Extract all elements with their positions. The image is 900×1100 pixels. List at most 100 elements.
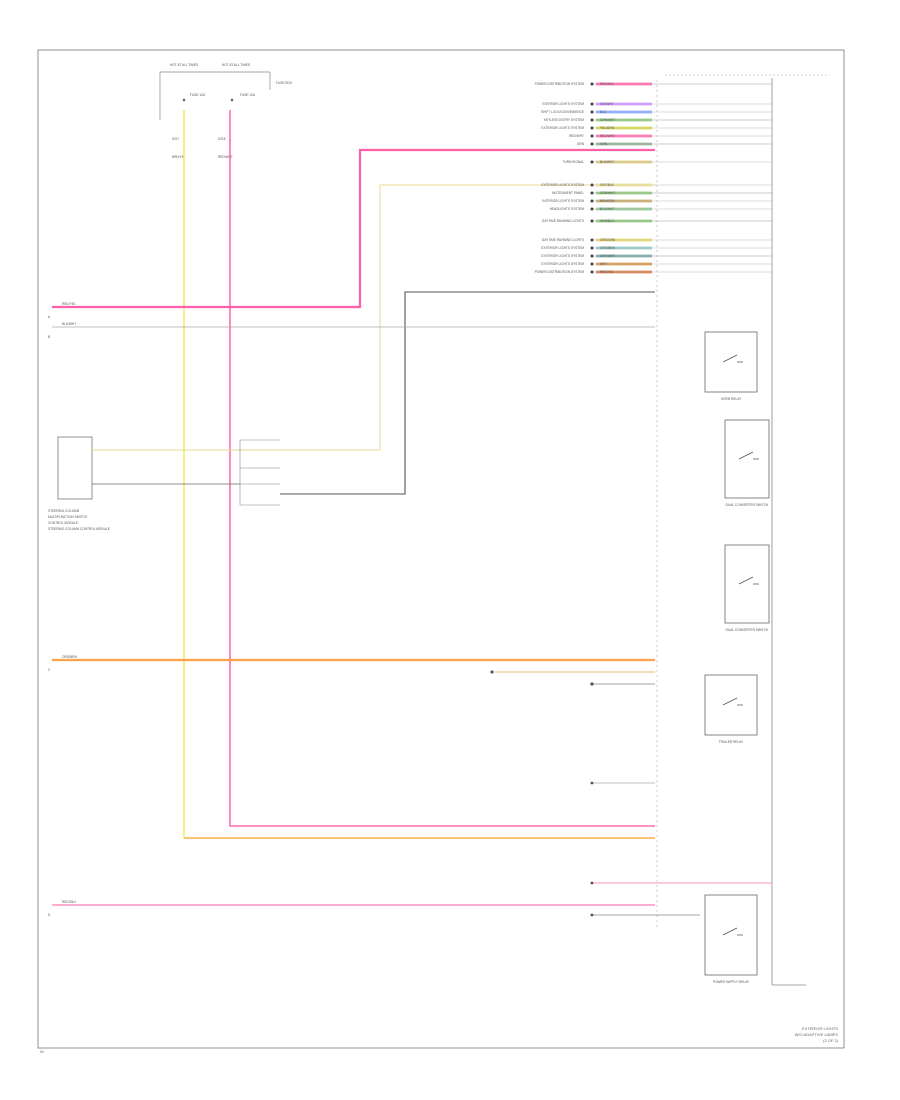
connector-dot-2 [590, 110, 594, 114]
connector-wire-8 [596, 183, 652, 187]
connector-wire-7 [596, 160, 652, 164]
relay-label-3: TRAILER RELAY [719, 740, 744, 744]
relay-box-0 [704, 331, 758, 393]
relay-label-0: HORN RELAY [721, 397, 742, 401]
connector-wire-16 [596, 262, 652, 266]
wire-yellow [183, 110, 655, 839]
connector-color-12: GRN/BLU [600, 219, 615, 223]
connector-wire-1 [596, 102, 652, 106]
connector-wire-6 [596, 142, 652, 146]
connector-color-6: GRN [600, 142, 608, 146]
diagram-frame [37, 49, 845, 1049]
connector-color-3: GRN/WHT [600, 118, 615, 122]
module-line3: CONTROL MODULE [48, 521, 78, 525]
left-wire-marker-3: D [48, 913, 51, 917]
connector-color-10: BRN/GRN [600, 199, 615, 203]
connector-system-8: EXTERIOR LIGHTS SYSTEM [541, 183, 584, 187]
connector-dot-6 [590, 142, 594, 146]
connector-system-15: EXTERIOR LIGHTS SYSTEM [541, 254, 584, 258]
connector-system-6: GRN [577, 142, 585, 146]
connector-wire-5 [596, 134, 652, 138]
connector-dot-13 [590, 238, 594, 242]
connector-color-14: ORG/BRN [600, 246, 616, 250]
connector-wire-11 [596, 207, 652, 211]
connector-dot-3 [590, 118, 594, 122]
connector-wire-13 [596, 238, 652, 242]
fuse-block: HOT AT ALL TIMES HOT AT ALL TIMES FUSE 1… [159, 63, 293, 159]
footer-caption-1: EXTERIOR LIGHTS [802, 1026, 838, 1031]
connector-color-8: GRY/BLK [600, 183, 615, 187]
relay-box-3 [704, 674, 758, 736]
wire-gray [320, 291, 655, 495]
connector-color-7: BLK/WHT [600, 160, 614, 164]
connector-system-0: POWER DISTRIBUTION SYSTEM [535, 82, 585, 86]
connector-color-11: BLU/WHT [600, 207, 614, 211]
connector-dot-12 [590, 219, 594, 223]
relay-label-1: DUAL CONVERTER SWITCH [726, 503, 769, 507]
connector-rows: POWER DISTRIBUTION SYSTEM RED/BLU INTERIOR… [535, 82, 772, 274]
left-wire-label-1: BLK/WHT [62, 322, 76, 326]
wire-yel-mid [379, 184, 655, 450]
connector-color-13: ORG/GRN [600, 238, 616, 242]
fuse-left-sub: FUSE 10A [190, 93, 206, 97]
connector-wire-12 [596, 219, 652, 223]
relay-box-2 [724, 544, 770, 624]
fuse-left-label: HOT AT ALL TIMES [170, 63, 198, 67]
connector-wire-17 [596, 270, 652, 274]
connector-dot-11 [590, 207, 594, 211]
fuse-right-label: HOT AT ALL TIMES [222, 63, 250, 67]
connector-dot-10 [590, 199, 594, 203]
connector-wire-4 [596, 126, 652, 130]
connector-color-0: RED/BLU [600, 82, 615, 86]
connector-color-17: RED/YEL [600, 270, 614, 274]
relay-group: HORN RELAY DUAL CONVERTER SWITCH DUAL CONV… [704, 331, 770, 984]
module-line2: MULTIFUNCTION SWITCH [48, 515, 88, 519]
connector-wire-9 [596, 191, 652, 195]
connector-system-14: EXTERIOR LIGHTS SYSTEM [541, 246, 584, 250]
wire-pink-vertical [229, 110, 655, 827]
connector-system-16: EXTERIOR LIGHTS SYSTEM [541, 262, 584, 266]
connector-color-5: RED/WHT [600, 134, 615, 138]
fuse-note: FUSE BOX [276, 81, 293, 85]
wire-right-a: S218 [218, 137, 226, 141]
footer-page: W [40, 1049, 44, 1054]
relay-label-2: DUAL CONVERTER SWITCH [726, 628, 769, 632]
connector-wire-2 [596, 110, 652, 114]
connector-dot-4 [590, 126, 594, 130]
connector-color-16: WHT [600, 262, 607, 266]
connector-wire-0 [596, 82, 652, 86]
fuse-right-sub: FUSE 10A [240, 93, 256, 97]
connector-wire-14 [596, 246, 652, 250]
footer-caption-3: (2 OF 2) [823, 1038, 839, 1043]
relay-switch-2 [738, 576, 759, 585]
wire-pink-top [52, 148, 655, 309]
connector-system-1: INTERIOR LIGHTS SYSTEM [542, 102, 584, 106]
relay-switch-0 [722, 354, 743, 363]
left-wire-label-2: ORG/BRN [62, 655, 78, 659]
wire-left-b: BRN/YEL [172, 155, 186, 159]
connector-system-12: DAYTIME RUNNING LIGHTS [542, 219, 584, 223]
connector-wire-15 [596, 254, 652, 258]
connector-dot-15 [590, 254, 594, 258]
relay-switch-3 [722, 697, 743, 706]
connector-system-13: DAYTIME RUNNING LIGHTS [542, 238, 584, 242]
connector-dot-16 [590, 262, 594, 266]
module-name: STEERING COLUMN CONTROL MODULE [48, 527, 110, 531]
connector-dot-1 [590, 102, 594, 106]
left-wire-label-3: RED/BLU [62, 900, 77, 904]
relay-box-1 [724, 419, 770, 499]
connector-dot-14 [590, 246, 594, 250]
connector-color-1: VIO/WHT [600, 102, 614, 106]
module-line1: STEERING COLUMN [48, 509, 80, 513]
left-wire-marker-2: C [48, 668, 51, 672]
left-wire-marker-0: A [48, 315, 51, 319]
connector-system-11: HEADLIGHTS SYSTEM [550, 207, 585, 211]
connector-color-4: YEL/GRN [600, 126, 615, 130]
module-box: STEERING COLUMN MULTIFUNCTION SWITCH CON… [48, 436, 240, 531]
connector-system-2: SHIFT LOCK/CONVENIENCE [541, 110, 584, 114]
relay-switch-4 [722, 927, 743, 936]
connector-dot-17 [590, 270, 594, 274]
footer-caption-2: W/O ADAPTIVE LAMPS [795, 1032, 839, 1037]
connector-wire-10 [596, 199, 652, 203]
connector-system-9: INSTRUMENT PANEL [552, 191, 584, 195]
